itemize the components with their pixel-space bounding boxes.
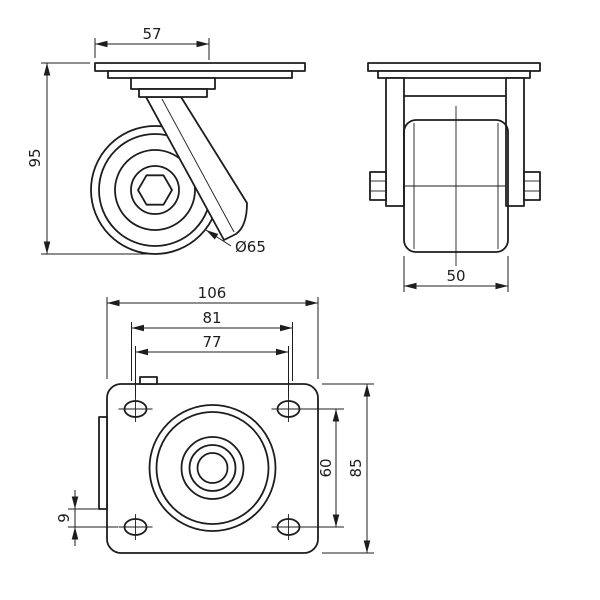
dim-9-label: 9 xyxy=(55,513,73,523)
top-plate-tab xyxy=(139,376,158,385)
dim-81-label: 81 xyxy=(202,309,221,327)
dim-65: Ø65 xyxy=(205,229,266,256)
front-mounting-plate xyxy=(367,62,541,72)
dim-57-label: 57 xyxy=(142,25,161,43)
dim-95-label: 95 xyxy=(26,148,44,167)
dim-65-label: Ø65 xyxy=(235,238,266,256)
dim-81: 81 xyxy=(131,309,293,381)
bolt-slot-bottom-right xyxy=(271,514,306,540)
dim-57: 57 xyxy=(94,25,210,60)
dim-50-label: 50 xyxy=(446,267,465,285)
dim-50: 50 xyxy=(403,256,509,292)
front-fork-leg-right xyxy=(505,77,525,207)
dim-60-label: 60 xyxy=(317,458,335,477)
dim-9: 9 xyxy=(55,490,118,546)
dim-77-label: 77 xyxy=(202,333,221,351)
dim-106: 106 xyxy=(106,284,319,379)
front-axle-nut-right xyxy=(523,171,541,201)
front-fork-leg-left xyxy=(385,77,405,207)
front-axle-nut-left xyxy=(369,171,387,201)
bolt-slot-top-left xyxy=(118,396,153,422)
front-plate-step xyxy=(377,70,531,79)
kingpin-bore xyxy=(196,452,229,484)
dim-60: 60 xyxy=(303,408,344,528)
leader-line xyxy=(205,229,232,247)
side-swivel-race xyxy=(130,77,216,90)
side-view: 57 95 Ø65 xyxy=(26,25,306,256)
dim-77: 77 xyxy=(135,333,289,398)
raceway-inner xyxy=(155,411,270,525)
side-fork-leg xyxy=(145,96,248,241)
front-view: 50 xyxy=(367,62,541,292)
dim-95: 95 xyxy=(26,62,148,255)
kingpin-boss xyxy=(180,436,245,500)
side-plate-step xyxy=(107,70,293,79)
bolt-slot-top-right xyxy=(271,396,306,422)
side-hex-nut xyxy=(137,174,173,206)
side-fork-inner-line xyxy=(161,98,235,233)
dim-85-label: 85 xyxy=(347,458,365,477)
top-side-bracket xyxy=(98,416,108,510)
side-swivel-step xyxy=(138,88,208,98)
bolt-slot-bottom-left xyxy=(118,514,153,540)
top-view: 106 81 77 60 85 xyxy=(55,284,374,554)
dim-106-label: 106 xyxy=(198,284,227,302)
kingpin-ring xyxy=(188,444,237,492)
dim-85: 85 xyxy=(322,383,374,554)
raceway-outer xyxy=(148,404,277,532)
side-wheel-hub xyxy=(114,149,196,231)
front-wheel xyxy=(403,119,509,253)
side-mounting-plate xyxy=(94,62,306,72)
